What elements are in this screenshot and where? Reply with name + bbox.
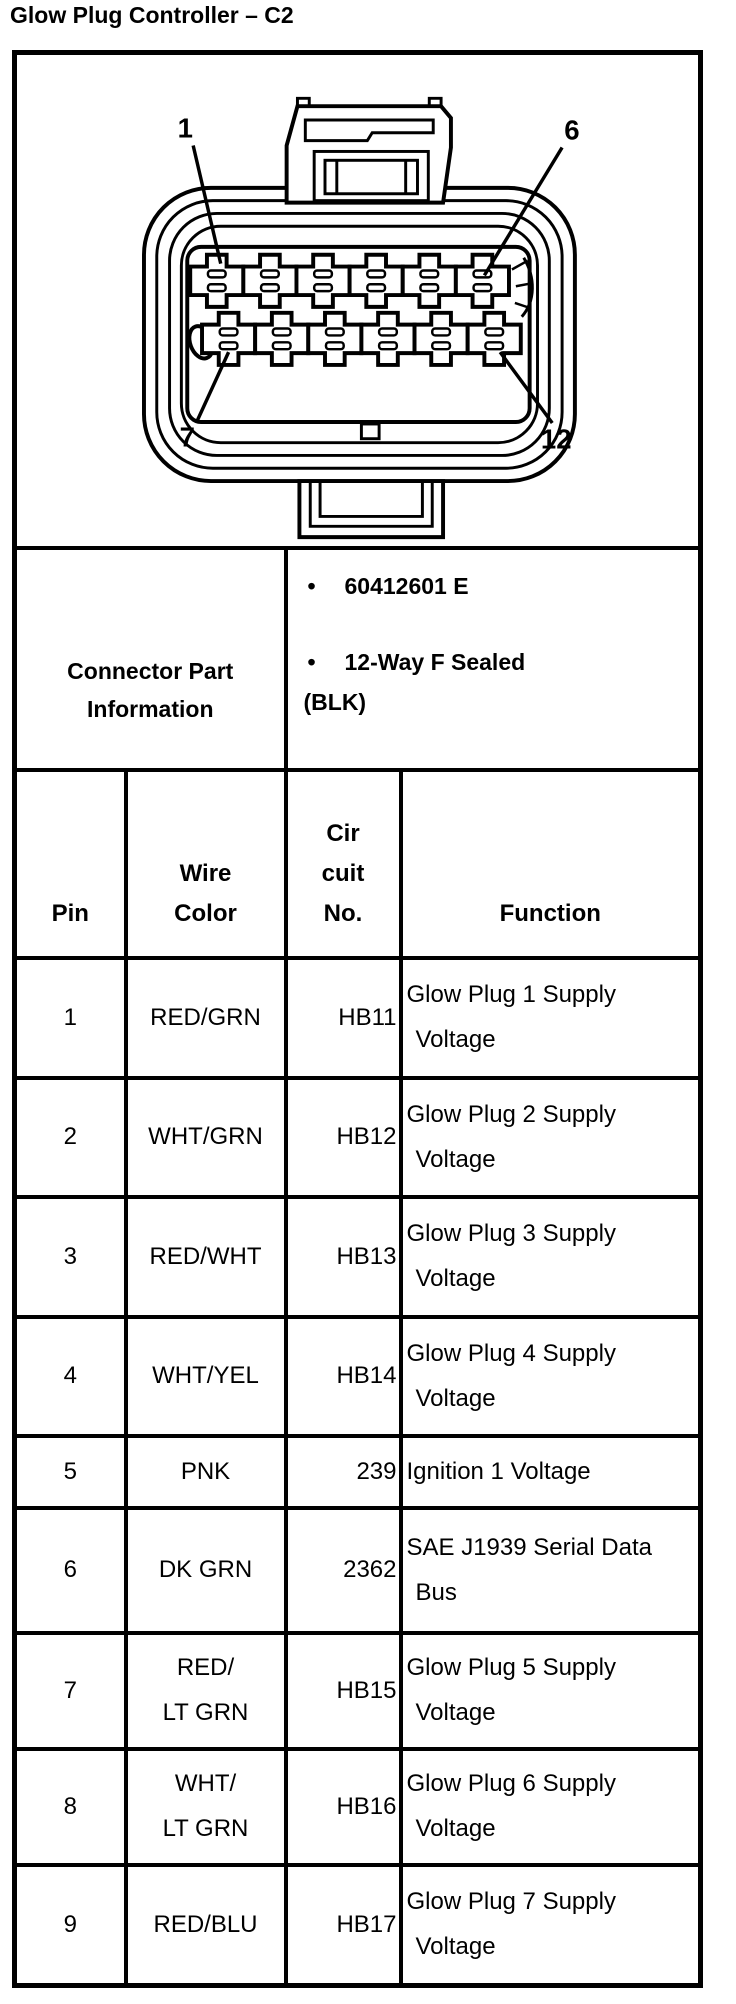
pin-cell: 4 (12, 1314, 128, 1438)
circuit-cell: 2362 (283, 1505, 403, 1635)
wire-color-cell: RED/BLU (123, 1862, 288, 1988)
connector-type-bullet: •12-Way F Sealed (BLK) (304, 642, 693, 722)
callout-pin-6: 6 (564, 114, 579, 145)
page-title: Glow Plug Controller – C2 (10, 2, 294, 28)
wire-color-cell: RED/GRN (123, 955, 288, 1080)
table-row: 5 PNK 239 Ignition 1 Voltage (12, 1433, 703, 1510)
function-cell: Ignition 1 Voltage (398, 1433, 703, 1510)
circuit-cell: HB11 (283, 955, 403, 1080)
header-function: Function (398, 767, 703, 960)
pin-cell: 1 (12, 955, 128, 1080)
connector-face-drawing: 1 6 7 12 (142, 96, 580, 539)
bullet-icon: • (307, 648, 316, 675)
callout-pin-7: 7 (180, 421, 195, 452)
table-header-row: Pin Wire Color Cir cuit No. Function (12, 767, 703, 960)
circuit-cell: HB16 (283, 1746, 403, 1867)
header-circuit-no: Cir cuit No. (283, 767, 403, 960)
circuit-cell: HB17 (283, 1862, 403, 1988)
connector-top-latch (284, 96, 453, 205)
pin-cell: 5 (12, 1433, 128, 1510)
circuit-cell: HB15 (283, 1630, 403, 1751)
bullet-icon: • (307, 572, 316, 599)
pin-cell: 2 (12, 1075, 128, 1199)
wire-color-cell: DK GRN (123, 1505, 288, 1635)
connector-diagram-cell: 1 6 7 12 (12, 50, 703, 550)
wire-color-cell: WHT/GRN (123, 1075, 288, 1199)
wire-color-cell: WHT/YEL (123, 1314, 288, 1438)
pin-cell: 9 (12, 1862, 128, 1988)
pin-cell: 6 (12, 1505, 128, 1635)
wire-color-cell: PNK (123, 1433, 288, 1510)
terminal-pins (188, 252, 523, 367)
circuit-cell: 239 (283, 1433, 403, 1510)
header-wire-color: Wire Color (123, 767, 288, 960)
wire-color-cell: WHT/LT GRN (123, 1746, 288, 1867)
callout-pin-1: 1 (178, 112, 193, 143)
part-number-bullet: •60412601 E (304, 566, 693, 606)
callout-pin-12: 12 (541, 423, 572, 454)
wire-color-cell: RED/WHT (123, 1194, 288, 1319)
circuit-cell: HB12 (283, 1075, 403, 1199)
header-pin: Pin (12, 767, 128, 960)
circuit-cell: HB14 (283, 1314, 403, 1438)
wire-color-cell: RED/LT GRN (123, 1630, 288, 1751)
pinout-table: 1 6 7 12 Connector Part Information •604… (12, 50, 703, 1988)
connector-part-info-label: Connector Part Information (12, 545, 288, 772)
pin-cell: 3 (12, 1194, 128, 1319)
pin-cell: 7 (12, 1630, 128, 1751)
circuit-cell: HB13 (283, 1194, 403, 1319)
connector-bottom-tab (297, 478, 446, 539)
pin-cell: 8 (12, 1746, 128, 1867)
callout-leader-lines (191, 144, 564, 424)
connector-part-info-values: •60412601 E •12-Way F Sealed (BLK) (283, 545, 703, 772)
